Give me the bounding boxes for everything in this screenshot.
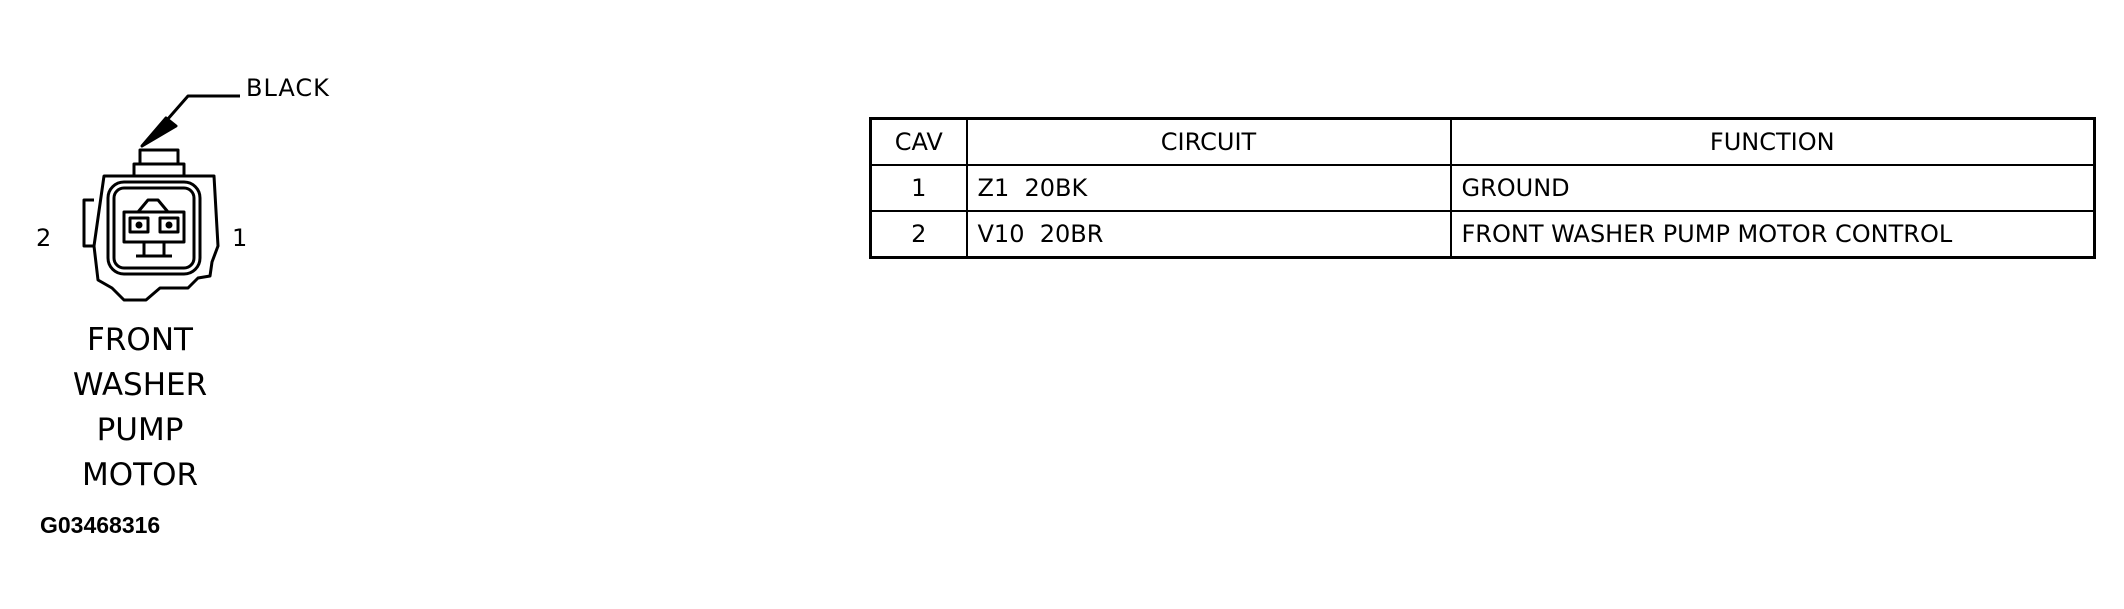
cell-function: GROUND: [1449, 164, 2096, 212]
connector-name: FRONT WASHER PUMP MOTOR: [40, 318, 240, 498]
connector-color-label: BLACK: [246, 74, 330, 102]
header-function: FUNCTION: [1449, 117, 2096, 166]
pin-label-1: 1: [232, 224, 248, 252]
cell-cav: 2: [869, 210, 968, 259]
lock-tab: [138, 148, 180, 166]
terminal-block: [122, 210, 186, 244]
cell-circuit: Z1 20BK: [965, 164, 1452, 212]
connector-drawing: [82, 94, 240, 302]
table-header-row: CAV CIRCUIT FUNCTION: [869, 117, 2096, 166]
figure-id: G03468316: [40, 512, 161, 538]
leader-line: [158, 94, 240, 129]
table-row: 1 Z1 20BK GROUND: [869, 164, 2096, 212]
arrow-head: [140, 116, 178, 148]
cell-circuit: V10 20BR: [965, 210, 1452, 259]
terminal-1: [158, 216, 180, 234]
pinout-table: CAV CIRCUIT FUNCTION 1 Z1 20BK GROUND 2 …: [869, 117, 2096, 259]
connector-name-line: FRONT: [87, 322, 193, 358]
cell-function: FRONT WASHER PUMP MOTOR CONTROL: [1449, 210, 2096, 259]
connector-name-line: PUMP: [96, 412, 184, 448]
header-circuit: CIRCUIT: [965, 117, 1452, 166]
connector-name-line: WASHER: [72, 367, 208, 403]
connector-name-line: MOTOR: [81, 457, 199, 493]
inner-frame: [106, 180, 202, 276]
connector-housing: [92, 174, 220, 302]
header-cav: CAV: [869, 117, 968, 166]
pin-label-2: 2: [36, 224, 52, 252]
cell-cav: 1: [869, 164, 968, 212]
table-row: 2 V10 20BR FRONT WASHER PUMP MOTOR CONTR…: [869, 210, 2096, 259]
terminal-2: [128, 216, 150, 234]
